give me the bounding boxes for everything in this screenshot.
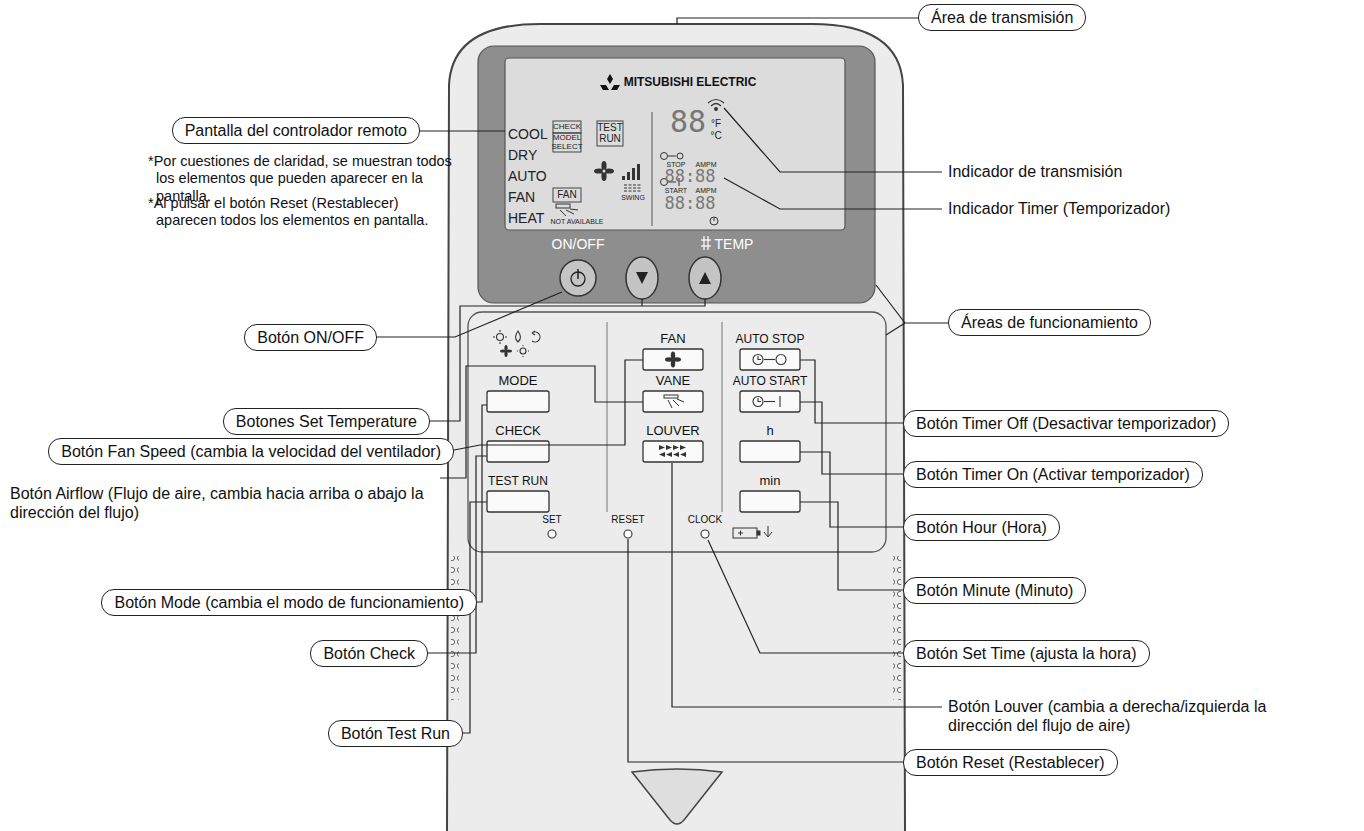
louver-button-icon	[659, 445, 686, 457]
callout-box: Botón Timer On (Activar temporizador)	[903, 461, 1203, 488]
callout-text: Botón Check	[323, 644, 415, 663]
lcd-indicator: MODEL	[553, 133, 581, 143]
button-legend: CLOCK	[688, 514, 722, 526]
leader-lines	[372, 18, 953, 762]
callout-text: Botón Timer Off (Desactivar temporizador…	[916, 414, 1216, 433]
callout-text: Botón Minute (Minuto)	[916, 581, 1073, 600]
lcd-indicator: RUN	[599, 133, 621, 145]
callout-box: Botón ON/OFF	[244, 324, 377, 351]
callout-box: Botón Fan Speed (cambia la velocidad del…	[48, 438, 454, 465]
fan-button-icon	[665, 352, 681, 368]
side-grip	[893, 556, 901, 700]
brand-logo	[600, 74, 620, 90]
cover-notch	[632, 769, 722, 824]
brand-name: MITSUBISHI ELECTRIC	[624, 75, 757, 89]
button-legend: AUTO STOP	[736, 332, 805, 346]
temp-icon	[701, 236, 711, 250]
callout-text: Botón Fan Speed (cambia la velocidad del…	[61, 442, 441, 461]
callout-text: Botón Airflow (Flujo de aire, cambia hac…	[10, 484, 435, 522]
battery-icon	[733, 526, 772, 538]
button-legend: min	[760, 473, 781, 489]
callout-box: Botón Timer Off (Desactivar temporizador…	[903, 410, 1229, 437]
segment-digits: 88:88	[664, 193, 715, 213]
lcd-indicator: CHECK	[553, 122, 581, 132]
lcd-indicator: NOT AVAILABLE	[551, 218, 604, 226]
button-panel	[468, 312, 886, 552]
callout-box: Pantalla del controlador remoto	[172, 117, 420, 144]
button-legend: h	[766, 423, 773, 439]
fan-icon	[594, 161, 614, 181]
callout-box: Áreas de funcionamiento	[948, 309, 1151, 336]
timer-icons	[661, 153, 719, 226]
callout-text: Áreas de funcionamiento	[961, 313, 1138, 332]
lcd-indicator: SWING	[621, 194, 645, 202]
note-text: *Al pulsar el botón Reset (Restablecer) …	[148, 195, 452, 230]
swing-bars	[624, 185, 642, 191]
button-legend: SET	[542, 514, 561, 526]
temp-down-button	[626, 257, 658, 299]
unit-indicator: °F	[711, 118, 721, 130]
callout-box: Botón Set Time (ajusta la hora)	[903, 640, 1150, 667]
vane-icon	[556, 204, 578, 216]
indicator-label: Indicador Timer (Temporizador)	[948, 199, 1170, 218]
button-legend: RESET	[611, 514, 644, 526]
lcd-indicator: TEST	[597, 122, 623, 134]
callout-box: Botón Check	[310, 640, 428, 667]
callout-text: Botón Hour (Hora)	[916, 518, 1047, 537]
callout-box: Botón Reset (Restablecer)	[903, 749, 1118, 776]
operation-panel	[478, 46, 875, 303]
callout-text: Área de transmisión	[931, 8, 1073, 27]
callout-box: Botón Minute (Minuto)	[903, 577, 1086, 604]
mode-indicator: FAN	[508, 189, 535, 206]
transmission-icon	[708, 100, 724, 111]
callout-text: Botones Set Temperature	[236, 412, 417, 431]
callout-text: Pantalla del controlador remoto	[185, 121, 407, 140]
callout-text: Botón ON/OFF	[257, 328, 364, 347]
lcd-indicator: SELECT	[551, 142, 582, 152]
mode-indicator: AUTO	[508, 168, 547, 185]
pin-holes	[548, 530, 709, 538]
fan-speed-bars	[622, 164, 640, 180]
callout-box: Área de transmisión	[918, 4, 1086, 31]
indicator-label: Indicador de transmisión	[948, 162, 1122, 181]
button-legend: LOUVER	[646, 423, 699, 439]
remote-body	[447, 24, 905, 831]
callout-text: Botón Reset (Restablecer)	[916, 753, 1105, 772]
callout-box: Botón Test Run	[328, 720, 463, 747]
button-legend: AUTO START	[733, 374, 808, 388]
button-legend: TEMP	[715, 236, 754, 253]
side-grip	[451, 556, 459, 700]
callout-text: Botón Mode (cambia el modo de funcionami…	[114, 593, 464, 612]
callout-box: Botón Mode (cambia el modo de funcionami…	[101, 589, 477, 616]
callout-text: Botón Set Time (ajusta la hora)	[916, 644, 1137, 663]
callout-box: Botones Set Temperature	[223, 408, 430, 435]
lcd-indicator: FAN	[557, 189, 576, 201]
segment-digits: 88	[670, 104, 706, 140]
vane-button-icon	[664, 395, 684, 408]
callout-text: Botón Test Run	[341, 724, 450, 743]
mode-indicator: COOL	[508, 126, 548, 143]
button-legend: FAN	[660, 331, 685, 347]
button-legend: MODE	[499, 373, 538, 389]
callout-box: Botón Hour (Hora)	[903, 514, 1060, 541]
button-legend: VANE	[656, 373, 690, 389]
lcd-screen	[505, 58, 845, 230]
push-buttons	[487, 349, 800, 512]
mode-indicator: HEAT	[508, 210, 544, 227]
button-legend: CHECK	[495, 423, 541, 439]
callout-text: Botón Louver (cambia a derecha/izquierda…	[948, 697, 1313, 735]
temp-up-button	[689, 257, 721, 299]
callout-text: Botón Timer On (Activar temporizador)	[916, 465, 1190, 484]
on-off-button	[560, 260, 596, 296]
segment-digits: 88:88	[664, 166, 715, 186]
mode-icons	[493, 330, 540, 357]
unit-indicator: °C	[710, 130, 721, 142]
mode-indicator: DRY	[508, 147, 537, 164]
button-legend: ON/OFF	[552, 236, 605, 253]
button-legend: TEST RUN	[488, 474, 548, 488]
